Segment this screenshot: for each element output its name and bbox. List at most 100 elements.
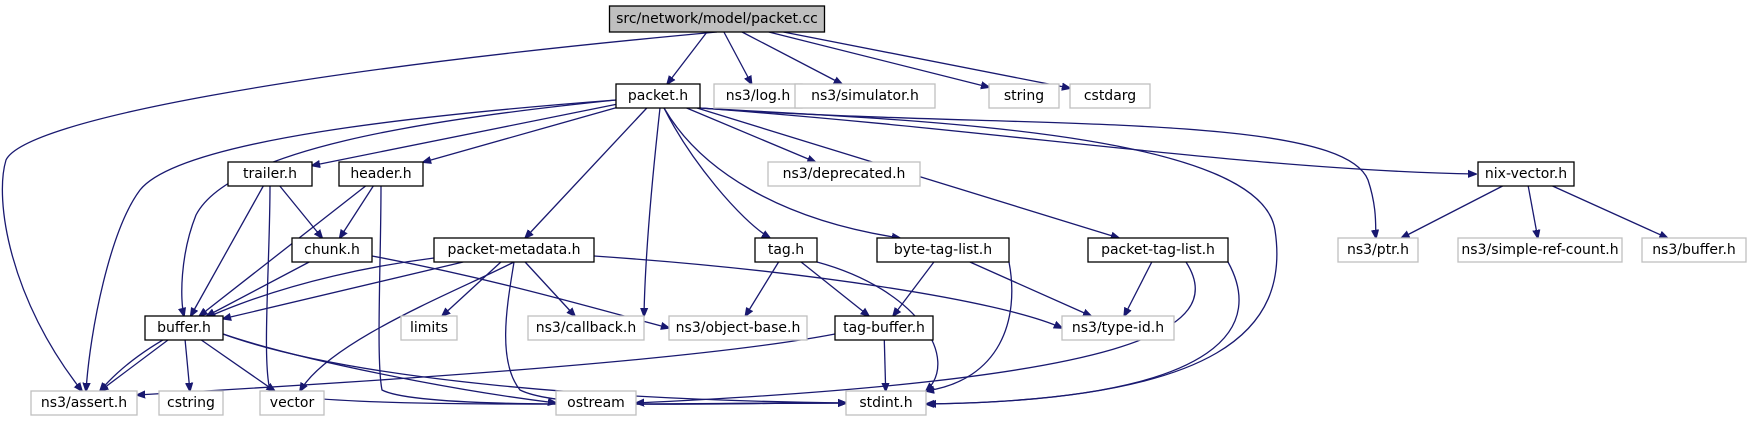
edge-byte_tag_h-to-tag_buffer_h: [893, 261, 935, 316]
edge-pkt_meta_h-to-ns3_typeid: [593, 255, 1062, 328]
node-trailer-h[interactable]: trailer.h: [227, 161, 313, 187]
node-box: [1641, 237, 1747, 263]
edge-byte_tag_h-to-stdint: [926, 261, 1013, 391]
node-ns3-log: ns3/log.h: [713, 83, 803, 109]
node-box: [876, 237, 1010, 263]
node-ns3-typeid: ns3/type-id.h: [1061, 315, 1175, 341]
node-label: nix-vector.h: [1485, 166, 1567, 182]
node-box: [767, 161, 921, 187]
node-limits: limits: [400, 315, 458, 341]
edge-packet_h-to-pkt_meta_h: [525, 107, 648, 238]
node-label: tag-buffer.h: [843, 320, 925, 336]
node-box: [754, 237, 818, 263]
node-ns3-buffer: ns3/buffer.h: [1641, 237, 1747, 263]
edge-pkt_meta_h-to-limits: [442, 261, 502, 316]
edge-pkt_tag_h-to-stdint: [926, 261, 1240, 404]
node-label: ns3/assert.h: [41, 395, 127, 411]
edge-trailer_h-to-chunk_h: [279, 185, 322, 238]
node-ns3-assert: ns3/assert.h: [30, 390, 138, 416]
node-vector: vector: [259, 390, 325, 416]
node-box: [713, 83, 803, 109]
node-box: [291, 237, 373, 263]
edge-packet_h-to-ns3_callback: [644, 107, 661, 316]
node-byte-tag-h[interactable]: byte-tag-list.h: [876, 237, 1010, 263]
edge-nix_vector_h-to-ns3_buffer: [1552, 185, 1668, 238]
node-header-h[interactable]: header.h: [338, 161, 424, 187]
node-cstring: cstring: [158, 390, 224, 416]
edge-pkt_meta_h-to-buffer_h: [223, 261, 464, 319]
node-box: [30, 390, 138, 416]
node-label: trailer.h: [243, 166, 297, 182]
edge-packet_h-to-ns3_ptr: [699, 107, 1376, 238]
edge-packet_h-to-nix_vector_h: [699, 107, 1476, 174]
node-box: [433, 237, 595, 263]
edge-pkt_tag_h-to-ostream: [636, 261, 1196, 403]
node-ns3-ptr: ns3/ptr.h: [1337, 237, 1419, 263]
node-box: [794, 83, 936, 109]
node-label: packet.h: [628, 88, 688, 104]
node-box: [1069, 83, 1151, 109]
node-ns3-srefc: ns3/simple-ref-count.h: [1457, 237, 1623, 263]
node-label: byte-tag-list.h: [894, 242, 992, 258]
node-label: ns3/callback.h: [536, 320, 636, 336]
node-label: ns3/buffer.h: [1652, 242, 1736, 258]
edge-packet_h-to-byte_tag_h: [663, 107, 900, 238]
node-ns3-sim: ns3/simulator.h: [794, 83, 936, 109]
node-buffer-h[interactable]: buffer.h: [144, 315, 224, 341]
node-label: cstring: [167, 395, 215, 411]
node-label: ns3/log.h: [726, 88, 790, 104]
edge-nix_vector_h-to-ns3_srefc: [1527, 185, 1538, 238]
edge-buffer_h-to-stdint: [222, 333, 846, 403]
edge-header_h-to-stdint: [378, 185, 846, 404]
node-box: [1337, 237, 1419, 263]
node-label: src/network/model/packet.cc: [616, 11, 818, 27]
node-chunk-h[interactable]: chunk.h: [291, 237, 373, 263]
edge-pkt_meta_h-to-stdint: [505, 261, 846, 404]
node-label: cstdarg: [1084, 88, 1136, 104]
node-box: [1087, 237, 1229, 263]
node-label: ns3/object-base.h: [676, 320, 801, 336]
node-tag-h[interactable]: tag.h: [754, 237, 818, 263]
node-cstdarg: cstdarg: [1069, 83, 1151, 109]
node-label: vector: [270, 395, 315, 411]
node-ns3-objbase: ns3/object-base.h: [668, 315, 808, 341]
edge-trailer_h-to-buffer_h: [191, 185, 264, 316]
edge-packet_h-to-trailer_h: [312, 103, 617, 165]
node-label: buffer.h: [157, 320, 211, 336]
node-box: [338, 161, 424, 187]
node-label: ns3/type-id.h: [1072, 320, 1164, 336]
node-label: string: [1004, 88, 1044, 104]
node-box: [400, 315, 458, 341]
edge-packet_h-to-header_h: [423, 107, 617, 162]
edge-nix_vector_h-to-ns3_ptr: [1401, 185, 1503, 238]
edge-root-to-ns3_log: [723, 31, 752, 84]
node-box: [259, 390, 325, 416]
edge-root-to-packet_h: [667, 31, 708, 84]
edge-root-to-ns3_assert: [1, 31, 718, 391]
node-root[interactable]: src/network/model/packet.cc: [608, 5, 826, 33]
node-box: [1477, 161, 1575, 187]
node-ostream: ostream: [555, 390, 637, 416]
edge-buffer_h-to-ns3_assert: [100, 339, 169, 391]
node-label: header.h: [350, 166, 411, 182]
node-box: [1061, 315, 1175, 341]
edge-buffer_h-to-cstring: [184, 339, 190, 391]
node-box: [227, 161, 313, 187]
node-nix-vector-h[interactable]: nix-vector.h: [1477, 161, 1575, 187]
node-box: [158, 390, 224, 416]
node-tag-buffer-h[interactable]: tag-buffer.h: [834, 315, 934, 341]
node-label: stdint.h: [859, 395, 912, 411]
node-packet-h[interactable]: packet.h: [615, 83, 701, 109]
edge-pkt_meta_h-to-ns3_assert: [100, 257, 435, 391]
edge-packet_h-to-ns3_assert: [86, 99, 617, 391]
node-stdint: stdint.h: [845, 390, 927, 416]
node-box: [555, 390, 637, 416]
edge-root-to-string: [768, 31, 989, 87]
node-ns3-callback: ns3/callback.h: [527, 315, 645, 341]
node-label: ostream: [567, 395, 625, 411]
node-box: [1457, 237, 1623, 263]
node-pkt-tag-h[interactable]: packet-tag-list.h: [1087, 237, 1229, 263]
node-label: limits: [410, 320, 448, 336]
node-pkt-meta-h[interactable]: packet-metadata.h: [433, 237, 595, 263]
